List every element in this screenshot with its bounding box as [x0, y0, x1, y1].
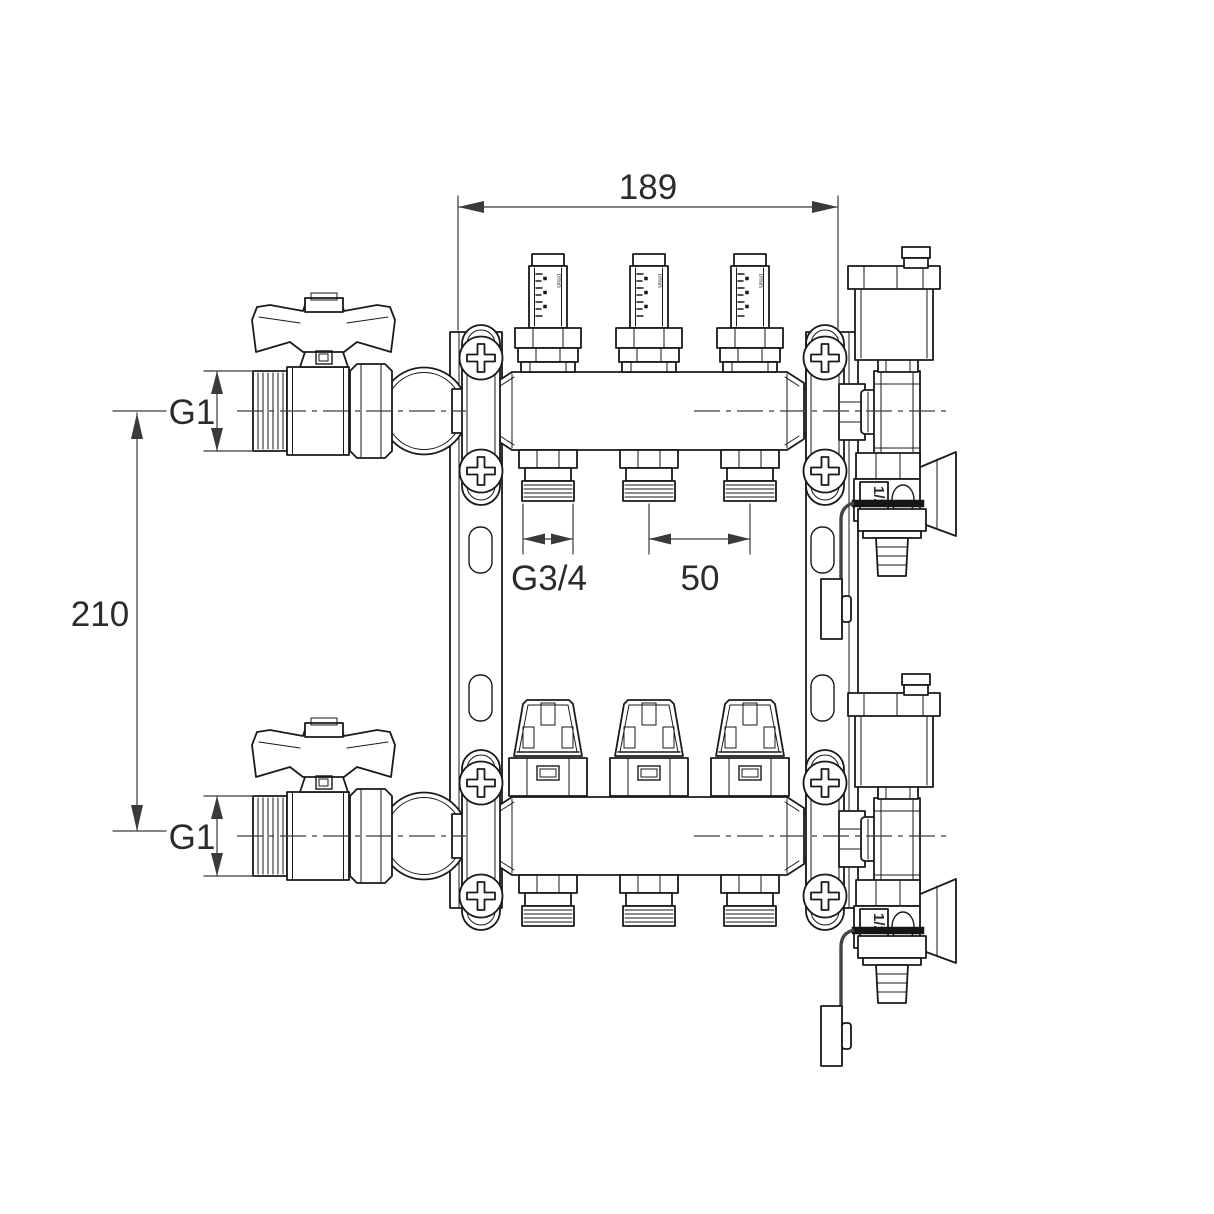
dimension-inlet-top-g1: G1 [169, 370, 255, 452]
rail-slot [810, 526, 835, 574]
dim-label-inlet-bottom: G1 [169, 818, 216, 857]
rail-slot [468, 674, 493, 722]
centerlines [237, 410, 952, 837]
flow-meter-3 [716, 253, 784, 373]
dimension-outlet-spacing-50: 50 [648, 503, 751, 598]
thermostatic-cap-3 [710, 699, 790, 797]
flow-meter-2 [615, 253, 683, 373]
rail-slot [810, 674, 835, 722]
thermostatic-cap-2 [609, 699, 689, 797]
ball-valve-top [251, 292, 469, 459]
rail-slot [468, 526, 493, 574]
dimension-outlet-thread-g34: G3/4 [511, 503, 587, 598]
dimension-height-210: 210 [71, 410, 167, 832]
dim-label-width: 189 [619, 168, 677, 207]
dim-label-height: 210 [71, 595, 129, 634]
dim-label-outlet-thread: G3/4 [511, 559, 587, 598]
dim-label-inlet-top: G1 [169, 393, 216, 432]
ball-valve-bottom [251, 717, 469, 884]
thermostatic-cap-1 [508, 699, 588, 797]
dimension-width-189: 189 [457, 168, 839, 331]
flow-meter-1 [514, 253, 582, 373]
dim-label-outlet-spacing: 50 [681, 559, 720, 598]
dimension-inlet-bottom-g1: G1 [169, 795, 255, 877]
